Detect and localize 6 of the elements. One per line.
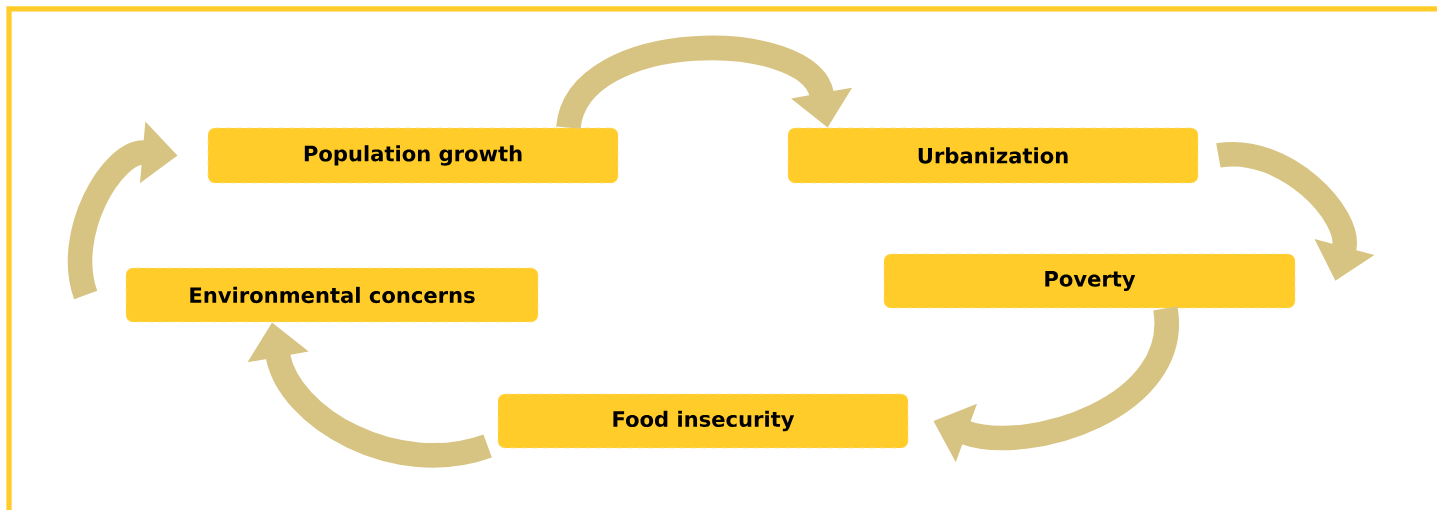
process-box: Urbanization bbox=[787, 127, 1199, 184]
process-box: Poverty bbox=[883, 253, 1296, 309]
curved-arrow bbox=[556, 35, 853, 132]
process-box: Environmental concerns bbox=[125, 267, 539, 323]
process-box: Food insecurity bbox=[497, 393, 909, 449]
process-box: Population growth bbox=[207, 127, 619, 184]
